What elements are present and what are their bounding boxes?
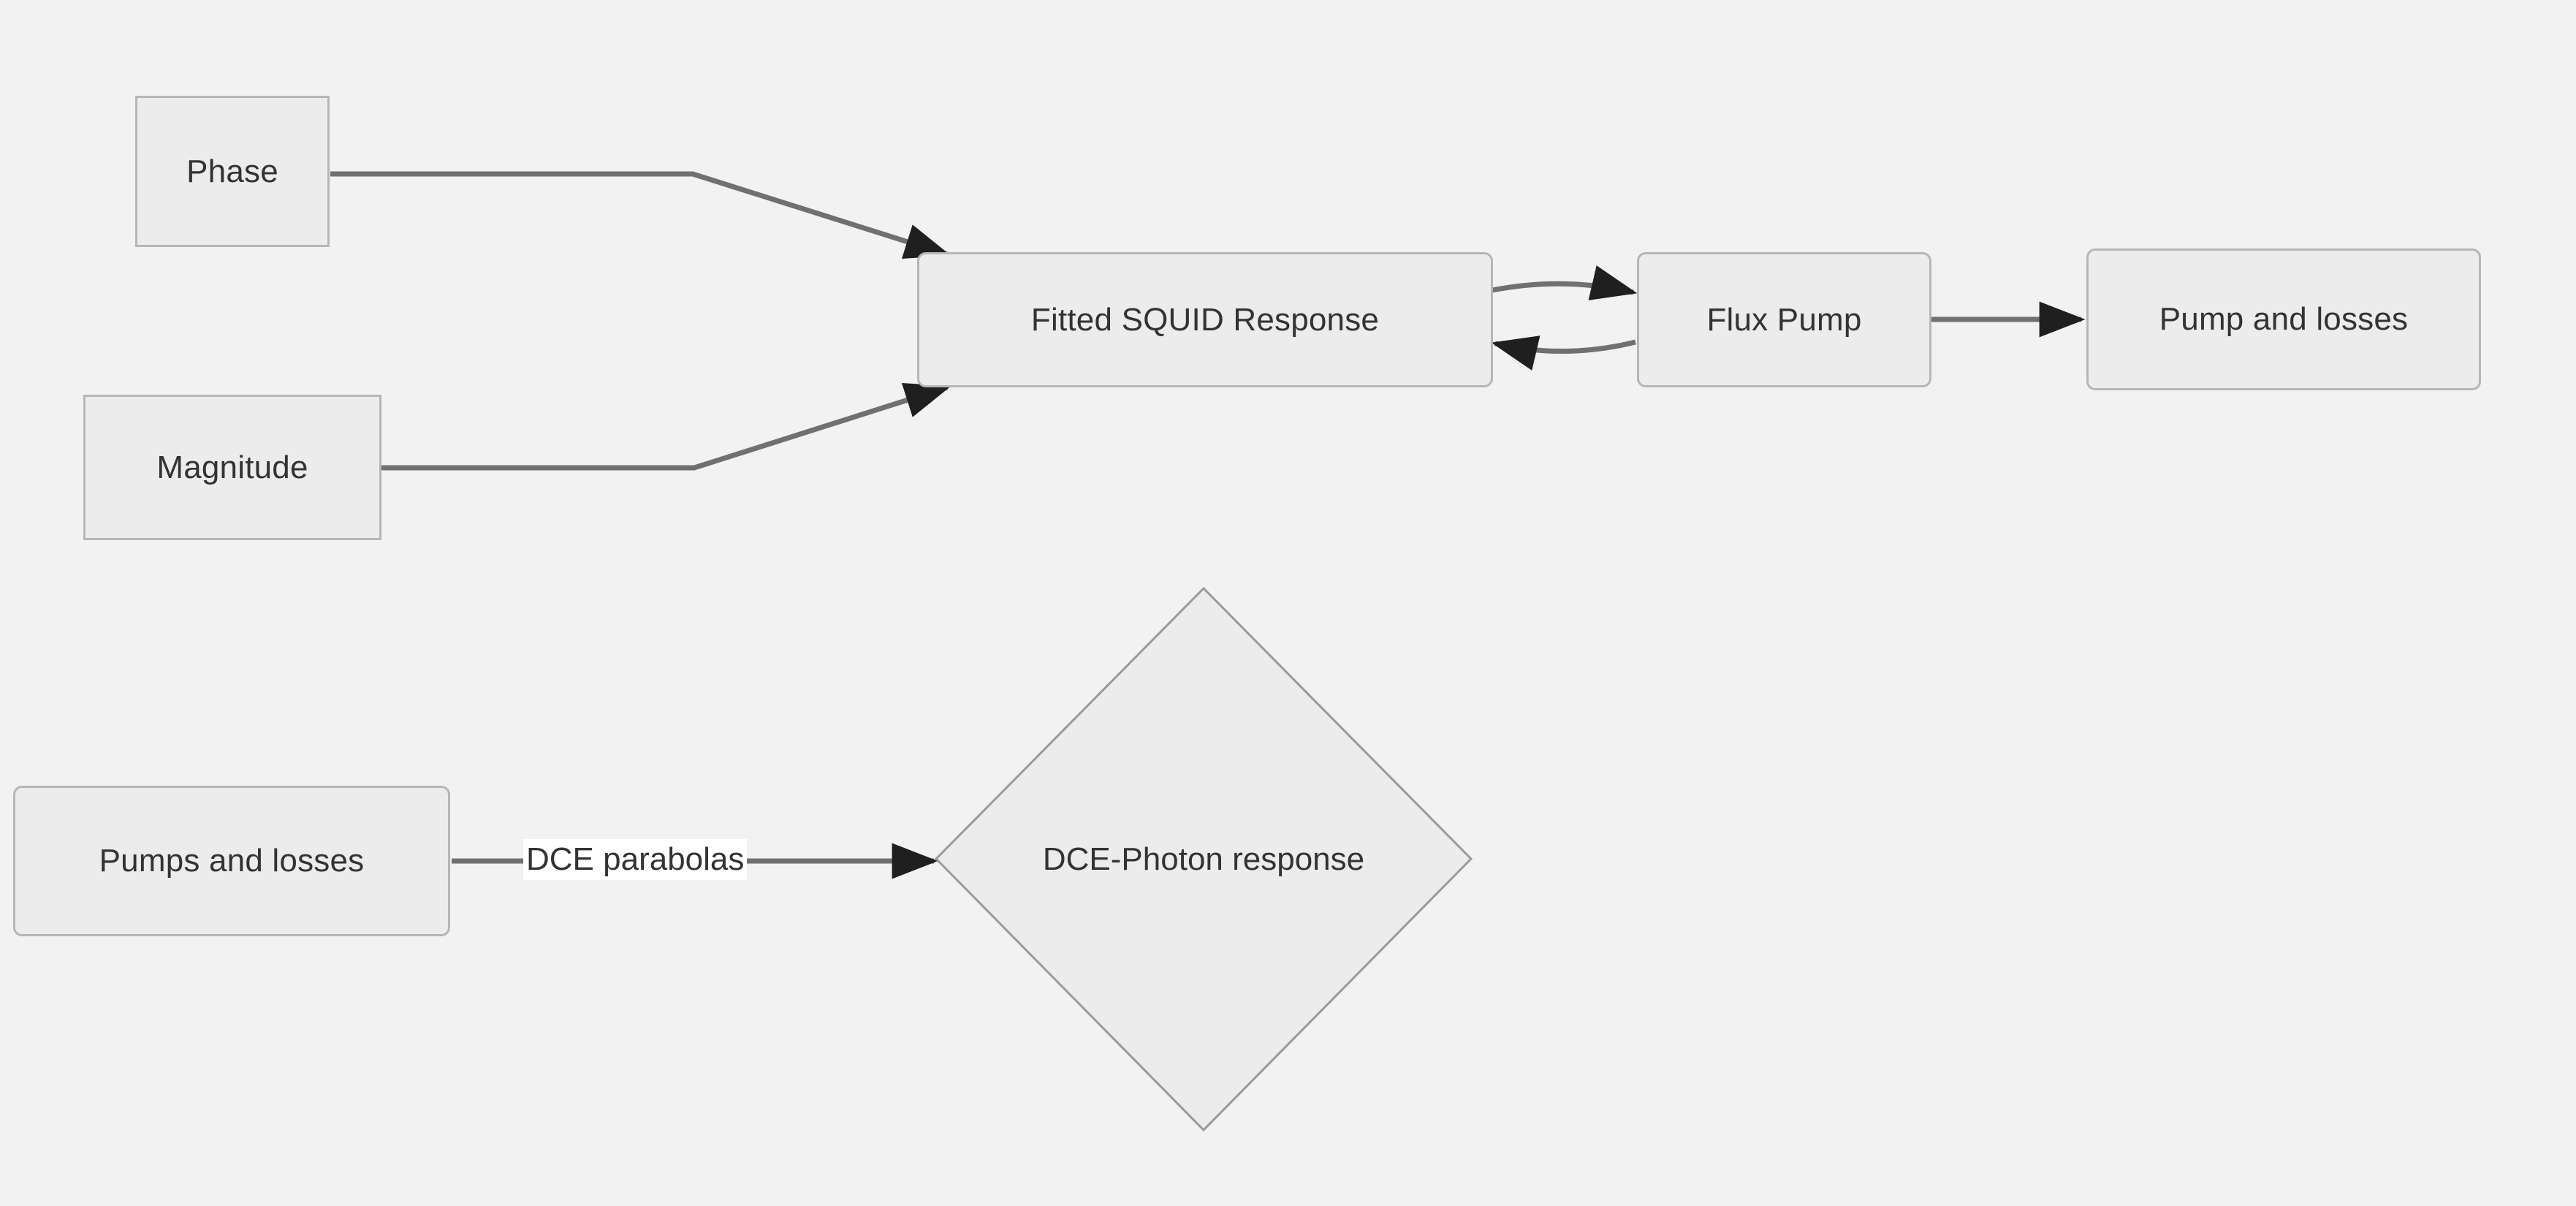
node-pump-and-losses[interactable]: Pump and losses: [2086, 249, 2481, 390]
node-fitted-squid-response[interactable]: Fitted SQUID Response: [917, 252, 1493, 387]
node-magnitude-label: Magnitude: [156, 449, 308, 485]
node-flux-pump-label: Flux Pump: [1706, 301, 1862, 338]
edge-label-dce-parabolas: DCE parabolas: [523, 839, 748, 880]
node-phase-label: Phase: [186, 153, 278, 189]
node-pumps-and-losses-label: Pumps and losses: [99, 843, 365, 879]
edge-magnitude-to-squid: [381, 383, 951, 471]
node-dce-photon-response-label: DCE-Photon response: [1042, 841, 1365, 877]
diamond-shape-icon: [934, 586, 1473, 1132]
node-pump-and-losses-label: Pump and losses: [2159, 301, 2409, 337]
edge-phase-to-squid: [330, 171, 951, 259]
edge-fluxpump-to-squid: [1491, 335, 1636, 371]
node-phase[interactable]: Phase: [135, 96, 330, 247]
node-flux-pump[interactable]: Flux Pump: [1637, 252, 1931, 387]
node-magnitude[interactable]: Magnitude: [83, 395, 381, 540]
node-dce-photon-response[interactable]: DCE-Photon response: [934, 586, 1473, 1132]
node-pumps-and-losses[interactable]: Pumps and losses: [13, 786, 450, 936]
node-fitted-squid-response-label: Fitted SQUID Response: [1030, 301, 1380, 338]
edge-squid-to-fluxpump: [1492, 265, 1638, 300]
